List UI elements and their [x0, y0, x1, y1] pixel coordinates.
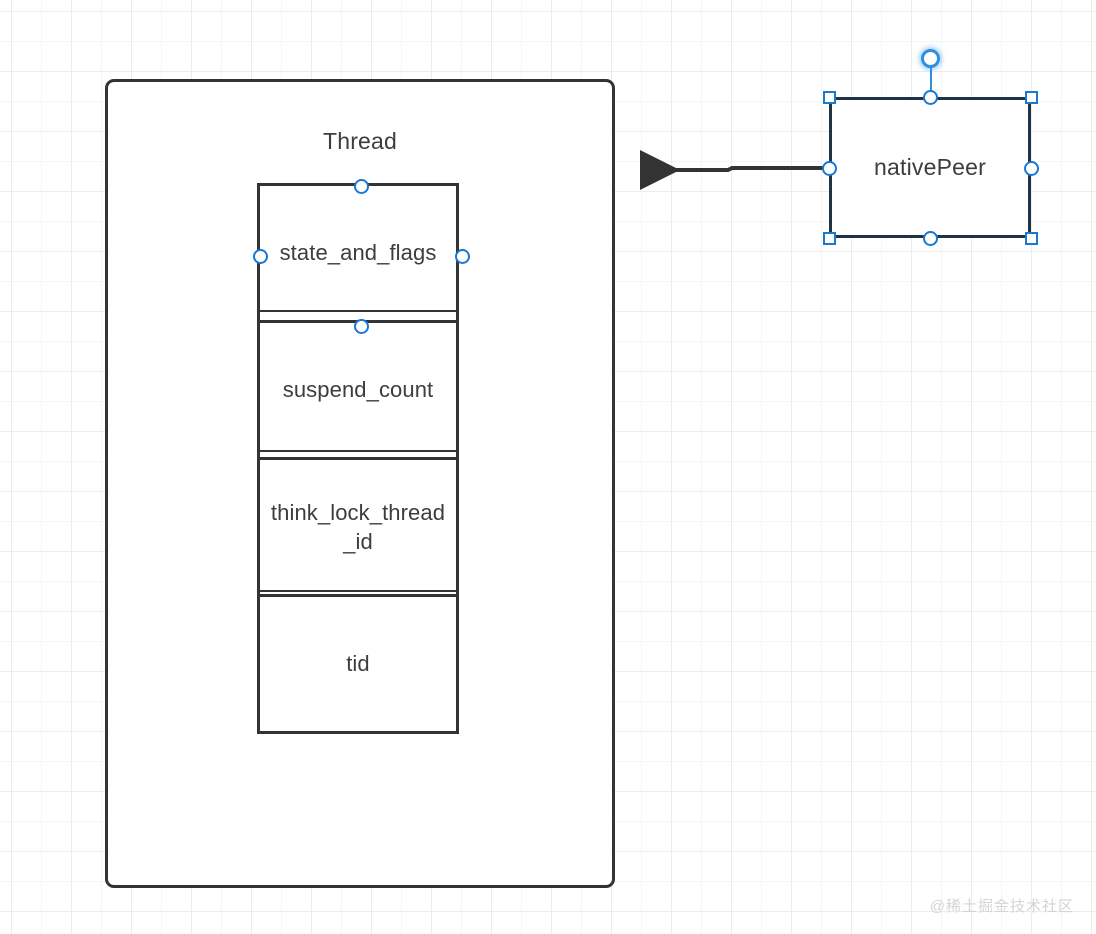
resize-handle-bottom-right[interactable] — [1024, 231, 1038, 245]
field-divider-3 — [257, 590, 459, 592]
shape-field-tid[interactable]: tid — [257, 594, 459, 734]
resize-handle-bottom-left[interactable] — [822, 231, 836, 245]
resize-handle-top-right[interactable] — [1024, 90, 1038, 104]
connection-point-left[interactable] — [252, 248, 268, 264]
field-label-tid: tid — [346, 651, 370, 677]
connector-path[interactable] — [640, 150, 828, 190]
rotate-handle-stem — [929, 58, 932, 98]
field-label-state-and-flags: state_and_flags — [279, 240, 437, 266]
shape-field-think-lock-thread-id[interactable]: think_lock_thread_id — [257, 457, 459, 597]
shape-field-suspend-count[interactable]: suspend_count — [257, 320, 459, 460]
watermark: @稀土掘金技术社区 — [929, 898, 1074, 915]
thread-field-stack: state_and_flags suspend_count think_lock… — [252, 178, 470, 734]
rotate-handle-icon[interactable] — [920, 48, 940, 68]
resize-handle-middle-right[interactable] — [1023, 160, 1039, 176]
field-divider-1 — [257, 310, 459, 312]
connection-point-bottom[interactable] — [353, 318, 369, 334]
connection-point-top[interactable] — [353, 178, 369, 194]
resize-handle-middle-left[interactable] — [821, 160, 837, 176]
thread-container-label: Thread — [322, 128, 398, 154]
native-peer-label: nativePeer — [874, 154, 986, 180]
resize-handle-bottom-center[interactable] — [922, 230, 938, 246]
field-label-think-lock-thread-id: think_lock_thread_id — [270, 499, 446, 554]
resize-handle-top-center[interactable] — [922, 89, 938, 105]
shape-field-state-and-flags[interactable]: state_and_flags — [252, 178, 470, 334]
field-divider-2 — [257, 450, 459, 452]
field-label-suspend-count: suspend_count — [282, 377, 434, 403]
shape-native-peer[interactable]: nativePeer — [829, 97, 1031, 238]
resize-handle-top-left[interactable] — [822, 90, 836, 104]
connection-point-right[interactable] — [454, 248, 470, 264]
